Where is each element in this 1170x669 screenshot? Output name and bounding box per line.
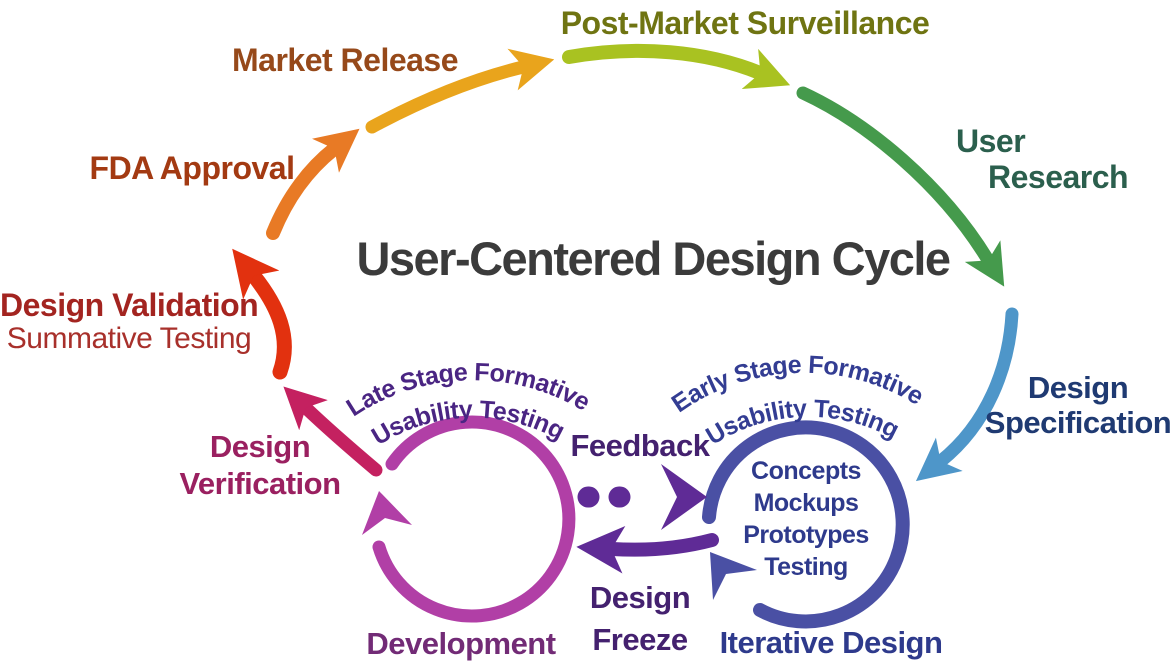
design-verification-line1: Design [209,429,311,464]
stage-label-market-release: Market Release [231,42,459,78]
right-cycle-bottom-label-iterative-design: Iterative Design [719,625,943,660]
design-specification-line1: Design [1027,370,1129,405]
arrow-market-release-to-post-market [365,48,555,134]
stage-label-user-research: User Research [956,123,1129,195]
diagram-title: User-Centered Design Cycle [356,232,951,285]
arrow-verification-to-validation [283,386,383,477]
stage-label-design-verification: Design Verification [160,428,360,502]
stage-label-design-specification: Design Specification [978,370,1170,440]
left-cycle-circle [372,415,576,623]
item-mockups: Mockups [753,489,859,517]
user-research-line2: Research [988,159,1129,195]
arrow-specification-to-iterative-design [915,307,1019,482]
right-cycle-curved-label-line2: Usability Testing [701,395,903,451]
arrow-fda-to-market-release [266,128,360,240]
item-concepts: Concepts [751,457,861,485]
arrow-validation-to-fda [232,248,292,380]
user-research-line1: User [956,123,1026,159]
right-cycle-circle [702,420,910,629]
arrow-user-research-to-specification [796,86,1005,287]
right-cycle-items: Concepts Mockups Prototypes Testing [716,455,896,583]
stage-label-design-validation: Design Validation Summative Testing [0,287,259,355]
design-freeze-line1: Design [589,580,691,615]
design-freeze-arrow [576,525,719,574]
item-prototypes: Prototypes [743,521,869,549]
stage-label-post-market-surveillance: Post-Market Surveillance [560,5,930,41]
design-validation-line: Design Validation [0,287,259,323]
design-freeze-label: Design Freeze [565,577,715,661]
feedback-label: Feedback [570,428,710,463]
item-testing: Testing [764,553,848,581]
design-verification-line2: Verification [179,466,341,501]
design-specification-line2: Specification [984,405,1170,440]
summative-testing-line: Summative Testing [6,321,252,355]
feedback-arrowhead-icon [661,464,707,530]
arrow-post-market-to-user-research [562,43,791,90]
left-cycle-bottom-label-development: Development [366,626,556,661]
design-freeze-line2: Freeze [592,622,688,657]
right-cycle-arrowhead-icon [710,552,757,600]
stage-label-fda-approval: FDA Approval [89,150,295,186]
left-cycle-arrowhead-icon [362,491,412,535]
